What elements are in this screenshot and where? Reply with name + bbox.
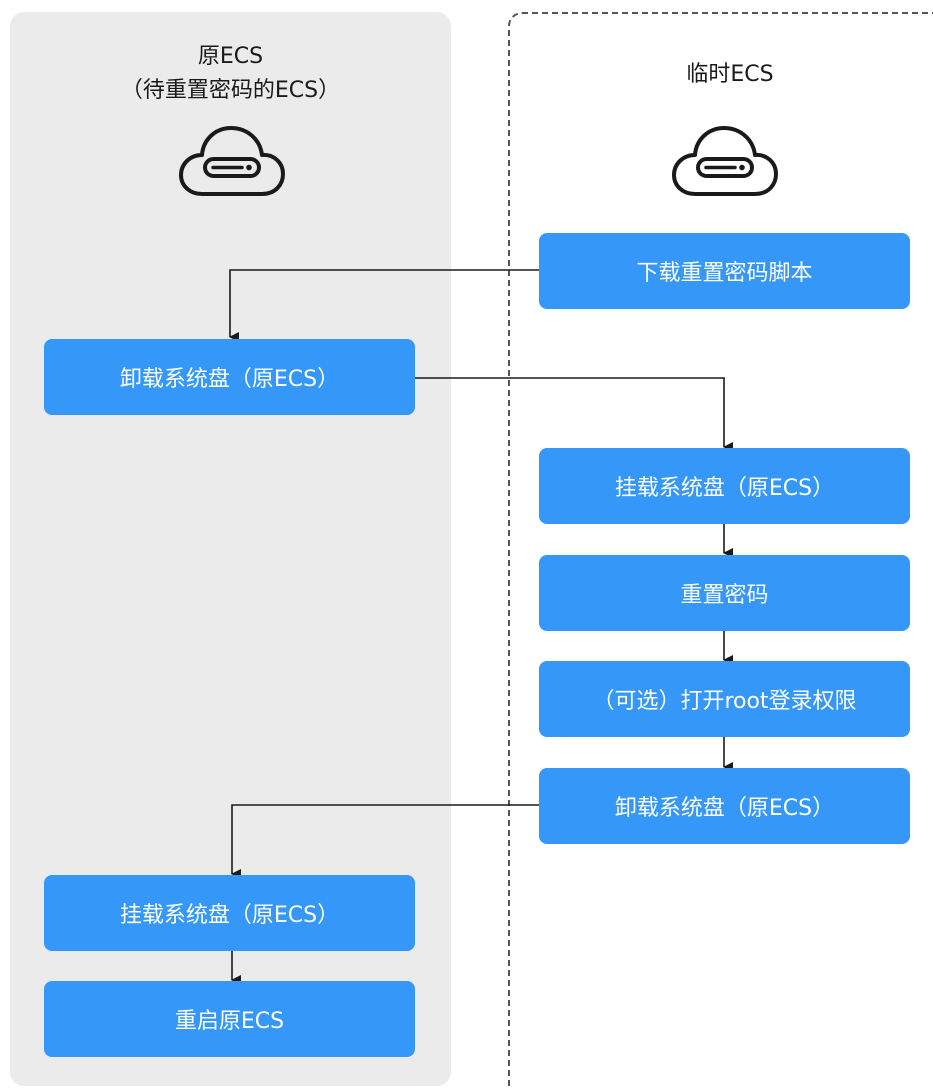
step-detach-system-disk-temp: 卸载系统盘（原ECS）	[539, 768, 910, 844]
cloud-server-icon	[179, 126, 285, 196]
step-restart-original-ecs: 重启原ECS	[44, 981, 415, 1057]
lane-temporary-ecs	[508, 12, 933, 1090]
lane-original-title-line1: 原ECS	[197, 44, 264, 69]
lane-original-title: 原ECS （待重置密码的ECS）	[10, 40, 451, 108]
step-detach-system-disk-original: 卸载系统盘（原ECS）	[44, 339, 415, 415]
lane-temporary-title: 临时ECS	[686, 62, 774, 87]
lane-original-title-line2: （待重置密码的ECS）	[120, 78, 341, 103]
step-attach-system-disk-original: 挂载系统盘（原ECS）	[44, 875, 415, 951]
cloud-server-icon	[672, 126, 778, 196]
step-reset-password: 重置密码	[539, 555, 910, 631]
step-download-reset-script: 下载重置密码脚本	[539, 233, 910, 309]
step-enable-root-login: （可选）打开root登录权限	[539, 661, 910, 737]
step-attach-system-disk-temp: 挂载系统盘（原ECS）	[539, 448, 910, 524]
